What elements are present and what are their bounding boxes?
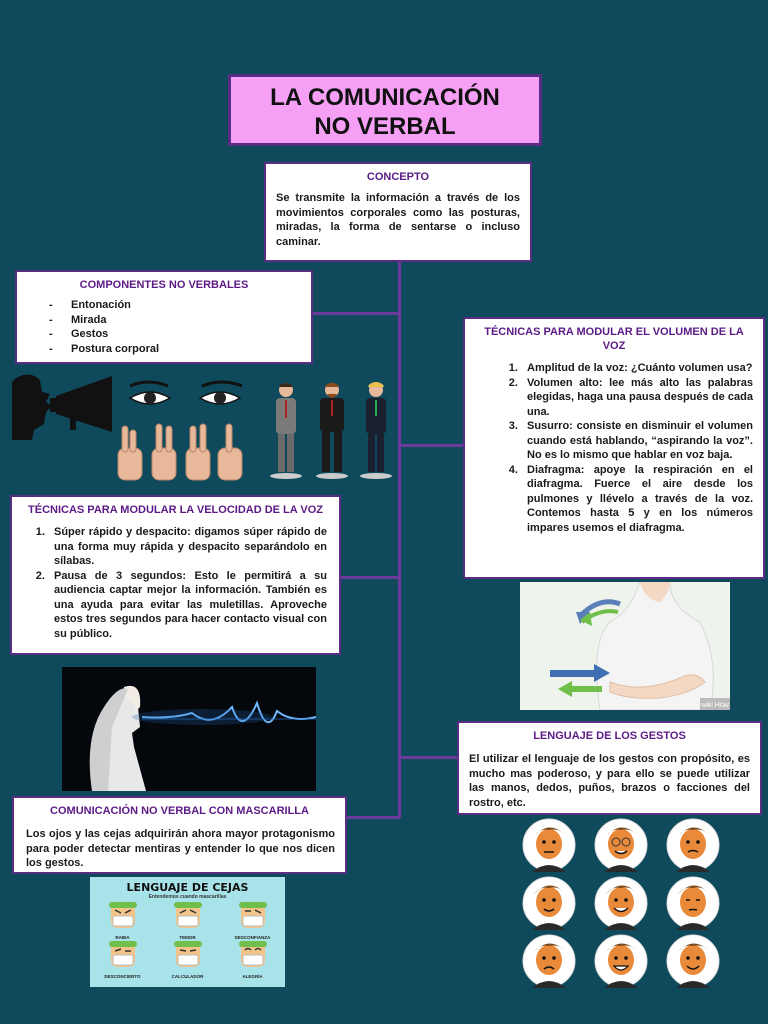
face-avatar bbox=[522, 934, 576, 988]
eyebrow-face: TEMOR bbox=[155, 902, 220, 940]
connector-trunk bbox=[398, 262, 401, 818]
eyebrow-face: RABIA bbox=[90, 902, 155, 940]
componente-item: Entonación bbox=[17, 298, 311, 313]
title-line-1: LA COMUNICACIÓN bbox=[270, 84, 500, 111]
eyebrow-label: ALEGRÍA bbox=[242, 974, 263, 979]
volumen-heading: TÉCNICAS PARA MODULAR EL VOLUMEN DE LA V… bbox=[484, 326, 744, 352]
volumen-item: Volumen alto: lee más alto las palabras … bbox=[521, 376, 753, 420]
eyebrow-face: CALCULADOR bbox=[155, 941, 220, 979]
concepto-text: Se transmite la información a través de … bbox=[276, 192, 520, 248]
face-avatar bbox=[594, 876, 648, 930]
velocidad-box: TÉCNICAS PARA MODULAR LA VELOCIDAD DE LA… bbox=[10, 495, 341, 655]
componentes-heading: COMPONENTES NO VERBALES bbox=[79, 279, 249, 291]
page-title: LA COMUNICACIÓN NO VERBAL bbox=[228, 74, 542, 146]
concepto-heading: CONCEPTO bbox=[366, 171, 430, 183]
face-avatar bbox=[522, 818, 576, 872]
mascarilla-text: Los ojos y las cejas adquirirán ahora ma… bbox=[26, 828, 335, 869]
connector-componentes bbox=[312, 312, 400, 315]
eyebrow-label: TEMOR bbox=[179, 935, 196, 940]
volumen-item: Susurro: consiste en disminuir el volume… bbox=[521, 419, 753, 463]
diaphragm-breathing-image: wiki How bbox=[520, 582, 730, 710]
volumen-item: Amplitud de la voz: ¿Cuánto volumen usa? bbox=[521, 361, 753, 376]
title-line-2: NO VERBAL bbox=[314, 113, 456, 140]
face-avatar bbox=[666, 818, 720, 872]
componente-item: Postura corporal bbox=[17, 342, 311, 357]
gestos-box: LENGUAJE DE LOS GESTOS El utilizar el le… bbox=[457, 721, 762, 815]
eyebrow-label: CALCULADOR bbox=[171, 974, 204, 979]
gestos-text: El utilizar el lenguaje de los gestos co… bbox=[469, 753, 750, 809]
eyebrow-face: DESCONCIERTO bbox=[90, 941, 155, 979]
concepto-box: CONCEPTO Se transmite la información a t… bbox=[264, 162, 532, 262]
eyes-illustration bbox=[128, 380, 243, 405]
eyebrow-face: DESCONFIANZA bbox=[220, 902, 285, 940]
componente-item: Gestos bbox=[17, 327, 311, 342]
velocidad-item: Súper rápido y despacito: digamos súper … bbox=[48, 525, 327, 569]
volumen-item: Diafragma: apoye la respiración en el di… bbox=[521, 463, 753, 536]
voice-wave-image bbox=[62, 667, 316, 791]
wikihow-watermark: wiki How bbox=[700, 702, 730, 709]
eyebrow-label: RABIA bbox=[115, 935, 130, 940]
posture-people-illustration bbox=[270, 381, 392, 479]
componentes-box: COMPONENTES NO VERBALES Entonación Mirad… bbox=[15, 270, 313, 364]
eyebrow-label: DESCONCIERTO bbox=[104, 974, 141, 979]
connector-volumen bbox=[398, 444, 464, 447]
volumen-box: TÉCNICAS PARA MODULAR EL VOLUMEN DE LA V… bbox=[463, 317, 765, 579]
connector-velocidad bbox=[340, 576, 400, 579]
megaphone-illustration bbox=[12, 374, 112, 440]
facial-expressions-grid bbox=[518, 818, 728, 988]
face-avatar bbox=[522, 876, 576, 930]
mascarilla-box: COMUNICACIÓN NO VERBAL CON MASCARILLA Lo… bbox=[12, 796, 347, 874]
hand-gestures-illustration bbox=[117, 423, 243, 481]
eyebrow-label: DESCONFIANZA bbox=[234, 935, 271, 940]
velocidad-item: Pausa de 3 segundos: Esto le permitirá a… bbox=[48, 569, 327, 642]
gestos-heading: LENGUAJE DE LOS GESTOS bbox=[533, 730, 686, 742]
face-avatar bbox=[594, 934, 648, 988]
face-avatar bbox=[666, 876, 720, 930]
componente-item: Mirada bbox=[17, 313, 311, 328]
eyebrow-image-title: LENGUAJE DE CEJAS bbox=[126, 881, 249, 894]
face-avatar bbox=[594, 818, 648, 872]
connector-mascarilla bbox=[346, 816, 400, 819]
face-avatar bbox=[666, 934, 720, 988]
eyebrow-language-image: LENGUAJE DE CEJAS Entendemos cuando masc… bbox=[90, 877, 285, 987]
mascarilla-heading: COMUNICACIÓN NO VERBAL CON MASCARILLA bbox=[50, 805, 309, 817]
eyebrow-face: ALEGRÍA bbox=[220, 941, 285, 979]
velocidad-heading: TÉCNICAS PARA MODULAR LA VELOCIDAD DE LA… bbox=[28, 504, 323, 516]
connector-gestos bbox=[398, 756, 458, 759]
eyebrow-image-subtitle: Entendemos cuando mascarillas bbox=[148, 894, 227, 900]
